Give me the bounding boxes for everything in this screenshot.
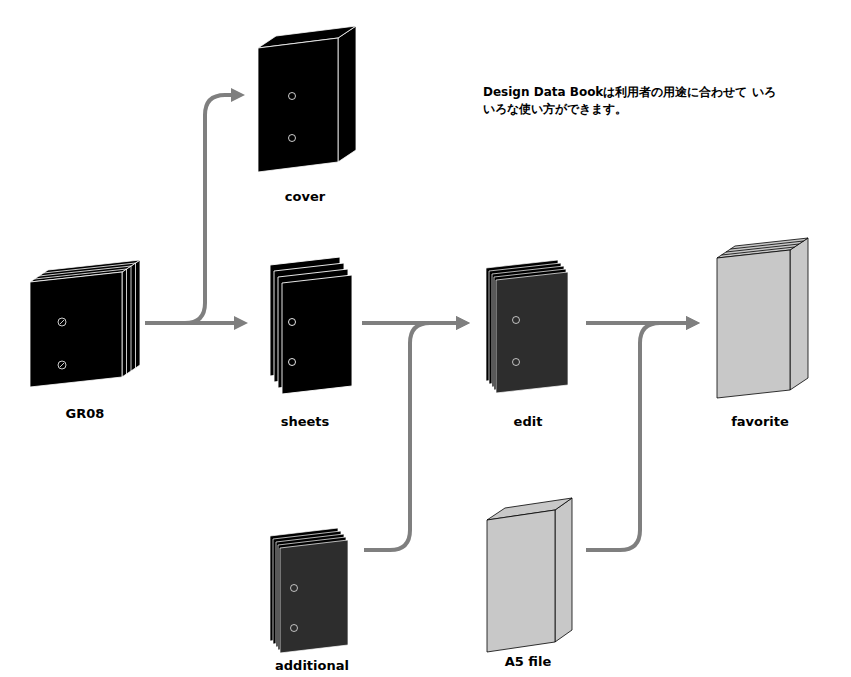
node-label: A5 file	[505, 654, 552, 670]
cover-node: cover	[245, 15, 365, 205]
gr08-binder	[30, 260, 140, 387]
a5-file-node: A5 file	[470, 488, 586, 670]
edit-binder	[486, 260, 568, 393]
note-text: Design Data Bookは利用者の用途に合わせて いろいろな使い方ができ…	[483, 84, 783, 118]
node-label: additional	[275, 658, 349, 674]
node-label: GR08	[66, 406, 105, 422]
cover-binder	[258, 26, 356, 172]
node-label: edit	[514, 414, 543, 430]
node-label: cover	[285, 189, 325, 205]
flow-arrow	[145, 95, 237, 323]
edit-node: edit	[470, 228, 586, 430]
additional-node: additional	[260, 492, 364, 674]
node-label: sheets	[281, 414, 330, 430]
node-label: favorite	[731, 414, 789, 430]
favorite-node: favorite	[700, 235, 820, 430]
gr08-node: GR08	[25, 255, 145, 422]
a5-file-binder	[487, 498, 572, 652]
flow-arrow	[586, 323, 692, 550]
sheets-stack	[270, 257, 352, 394]
sheets-node: sheets	[248, 225, 362, 430]
favorite-binder	[717, 238, 808, 398]
flow-arrow	[145, 321, 240, 325]
flow-arrow	[364, 323, 462, 550]
additional-sheets	[270, 528, 348, 653]
